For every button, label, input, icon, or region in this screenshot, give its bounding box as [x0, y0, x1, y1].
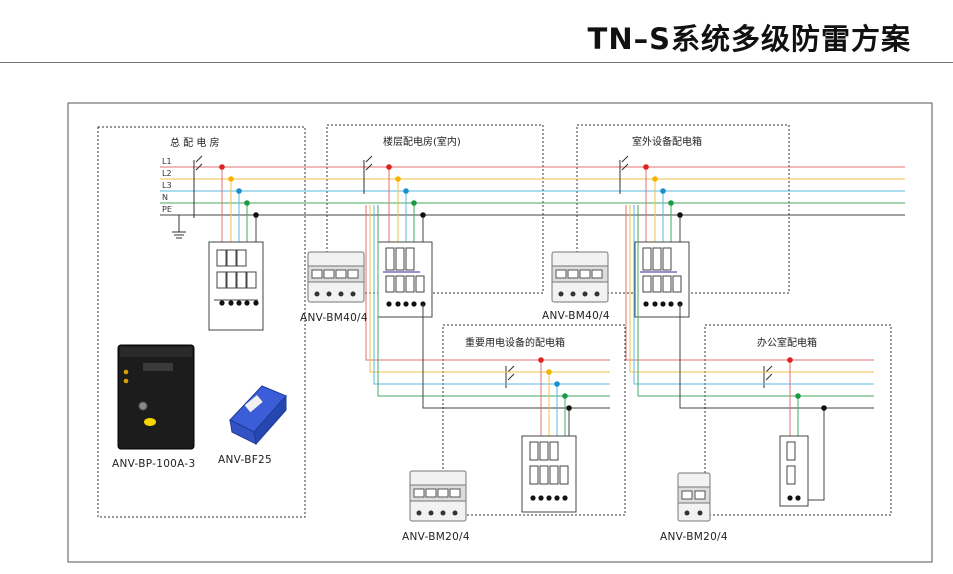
breaker-switch-icon: [619, 155, 629, 194]
ground-symbol-icon: [172, 215, 186, 239]
bm40-label-a: ANV-BM40/4: [300, 312, 368, 324]
page-title: TN–S系统多级防雷方案: [587, 22, 911, 56]
floor-room-box: [326, 124, 544, 294]
bm40-device-icon: [307, 251, 365, 303]
surge-arrester-icon: [208, 241, 264, 331]
bf25-device-icon: [229, 385, 287, 446]
wire-label-l1: L1: [162, 157, 172, 166]
breaker-switch-icon: [505, 365, 515, 388]
bm40-label-b: ANV-BM40/4: [542, 310, 610, 322]
bf25-label: ANV-BF25: [218, 454, 272, 466]
critical-box: [442, 324, 626, 516]
outdoor-label: 室外设备配电箱: [632, 135, 702, 148]
bm20-device-icon: [409, 470, 467, 522]
wire-label-pe: PE: [162, 205, 172, 214]
breaker-switch-icon: [363, 155, 373, 194]
main-room-box: [97, 126, 306, 518]
bm20-label-b: ANV-BM20/4: [660, 531, 728, 543]
wire-label-l2: L2: [162, 169, 172, 178]
bm40-device-icon: [551, 251, 609, 303]
outer-frame: [67, 102, 933, 563]
wire-label-l3: L3: [162, 181, 172, 190]
bm20-label-a: ANV-BM20/4: [402, 531, 470, 543]
office-label: 办公室配电箱: [757, 336, 817, 349]
breaker-switch-icon: [763, 365, 773, 388]
floor-room-label: 楼层配电房(室内): [383, 135, 461, 148]
bp100-label: ANV-BP-100A-3: [112, 458, 195, 470]
wire-label-n: N: [162, 193, 168, 202]
critical-label: 重要用电设备的配电箱: [465, 336, 565, 349]
bm20-device-icon: [677, 472, 711, 522]
office-box: [704, 324, 892, 516]
breaker-switch-icon: [193, 155, 203, 218]
surge-arrester-icon: [779, 435, 809, 507]
surge-arrester-icon: [521, 435, 577, 513]
main-room-label: 总 配 电 房: [170, 136, 220, 149]
bp100-cabinet-icon: [117, 344, 195, 450]
title-divider: [0, 62, 953, 63]
